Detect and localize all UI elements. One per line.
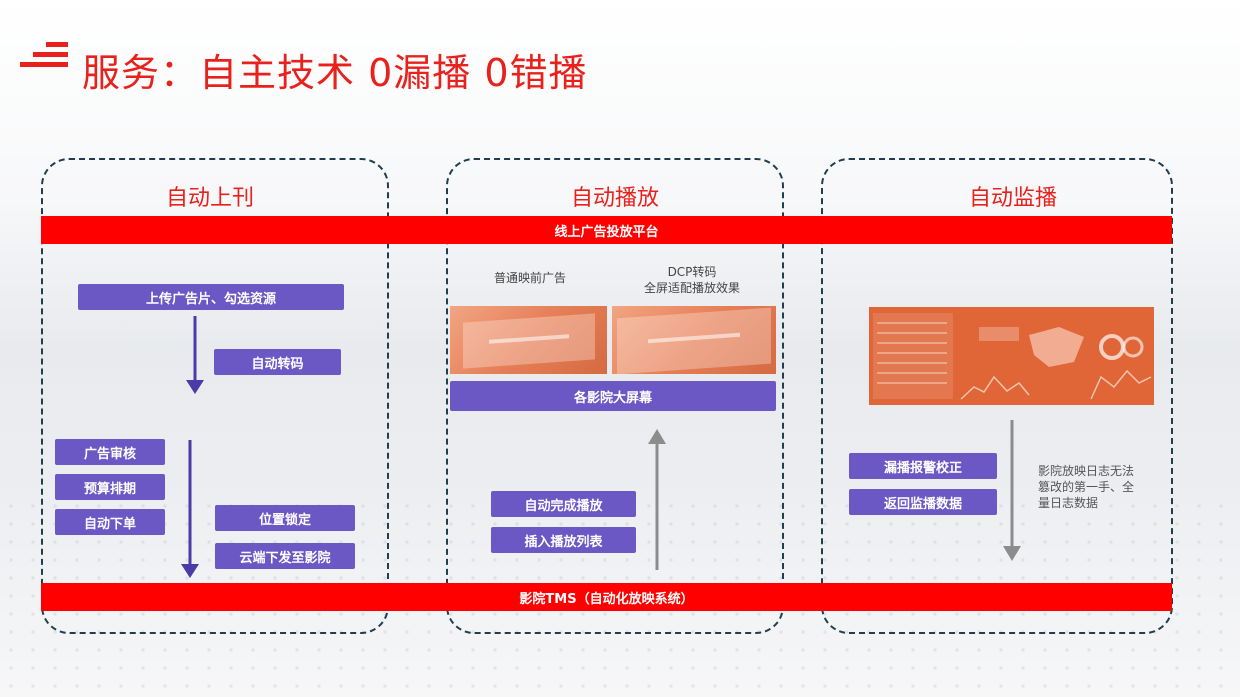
panel-auto-play [446,158,784,634]
position-lock-box: 位置锁定 [215,505,355,531]
note-line: 量日志数据 [1038,496,1099,510]
cinema-screens-box: 各影院大屏幕 [450,381,776,411]
panel-title-auto-monitor: 自动监播 [968,186,1057,211]
panel-auto-publish [41,158,389,634]
page-title: 服务：自主技术 0漏播 0错播 [82,51,588,95]
dcp-caption-line2: 全屏适配播放效果 [643,281,740,295]
cinema-tms-band: 影院TMS（自动化放映系统） [41,583,1172,611]
online-ad-platform-band: 线上广告投放平台 [41,216,1172,244]
screen-surface [616,307,772,374]
screen-surface [462,313,595,370]
insert-playlist-box: 插入播放列表 [491,527,636,553]
upload-ad-box: 上传广告片、勾选资源 [78,284,344,310]
ad-review-box: 广告审核 [55,439,165,465]
dcp-screen-image [612,306,776,374]
panel-title-auto-publish: 自动上刊 [165,186,254,211]
return-monitor-data-box: 返回监播数据 [849,489,997,515]
auto-order-box: 自动下单 [55,509,165,535]
monitoring-dashboard-image [869,307,1154,405]
logo-bars-icon [20,42,68,76]
normal-ad-caption: 普通映前广告 [493,271,566,285]
cloud-distribute-box: 云端下发至影院 [215,543,355,569]
budget-schedule-box: 预算排期 [55,474,165,500]
auto-transcode-box: 自动转码 [214,349,341,375]
dcp-caption-line1: DCP转码 [667,265,717,279]
dashboard-graphic [873,313,1152,400]
note-line: 影院放映日志无法 [1038,464,1135,478]
log-data-note: 影院放映日志无法 篡改的第一手、全 量日志数据 [1038,463,1134,511]
panel-auto-monitor [821,158,1173,634]
note-line: 篡改的第一手、全 [1038,480,1135,494]
panel-title-auto-play: 自动播放 [570,186,659,211]
screen-caption-line [488,334,569,345]
alarm-correction-box: 漏播报警校正 [849,453,997,479]
screen-caption-line [647,332,741,344]
normal-ad-screen-image [450,306,607,374]
auto-play-box: 自动完成播放 [491,491,636,517]
